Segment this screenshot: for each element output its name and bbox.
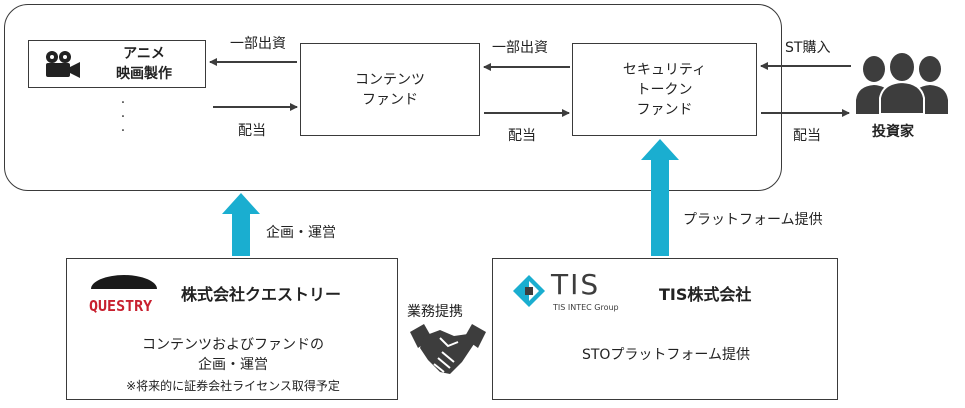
ecosystem-frame <box>4 4 782 191</box>
dividend-label-2: 配当 <box>508 128 536 144</box>
tis-box: TIS TIS INTEC Group TIS株式会社 STOプラットフォーム提… <box>492 258 838 400</box>
planning-up-arrow <box>222 193 260 256</box>
security-token-fund-label-3: ファンド <box>636 101 693 118</box>
investment-label-2: 一部出資 <box>492 40 548 56</box>
security-token-fund-label-2: トークン <box>636 81 693 98</box>
questry-desc-1: コンテンツおよびファンドの <box>142 337 324 353</box>
tis-company-name: TIS株式会社 <box>659 285 752 304</box>
tis-desc: STOプラットフォーム提供 <box>581 347 751 363</box>
questry-note: ※将来的に証券会社ライセンス取得予定 <box>126 379 340 393</box>
investment-label-1: 一部出資 <box>230 36 286 52</box>
questry-logo-bar <box>91 275 157 289</box>
questry-desc-2: 企画・運営 <box>198 357 268 373</box>
tis-logo-text: TIS <box>551 268 601 301</box>
film-production-label: 映画製作 <box>116 66 172 82</box>
questry-company-name: 株式会社クエストリー <box>181 285 342 304</box>
handshake-icon <box>410 324 486 374</box>
security-token-fund-box: セキュリティ トークン ファンド <box>572 43 757 136</box>
content-fund-label-2: ファンド <box>362 91 418 108</box>
platform-provision-label: プラットフォーム提供 <box>683 212 823 228</box>
tis-logo-mark <box>513 275 545 307</box>
movie-camera-icon <box>46 51 80 78</box>
dividend-label-1: 配当 <box>238 123 266 139</box>
more-items-ellipsis: ··· <box>120 95 126 139</box>
content-fund-label-1: コンテンツ <box>355 71 425 88</box>
questry-logo-text: QUESTRY <box>89 297 153 315</box>
tis-logo-subtext: TIS INTEC Group <box>553 303 619 312</box>
platform-up-arrow <box>641 139 679 256</box>
content-fund-box: コンテンツ ファンド <box>300 43 480 136</box>
investors-label: 投資家 <box>872 124 914 140</box>
planning-operation-label: 企画・運営 <box>266 225 336 241</box>
anime-label: アニメ <box>123 46 165 62</box>
anime-production-box: アニメ 映画製作 <box>28 40 206 88</box>
questry-box: QUESTRY 株式会社クエストリー コンテンツおよびファンドの 企画・運営 ※… <box>66 258 398 400</box>
dividend-label-3: 配当 <box>793 128 821 144</box>
business-alliance-label: 業務提携 <box>407 304 463 320</box>
investors-icon <box>856 52 948 114</box>
security-token-fund-label-1: セキュリティ <box>622 61 707 78</box>
st-purchase-label: ST購入 <box>785 40 831 56</box>
